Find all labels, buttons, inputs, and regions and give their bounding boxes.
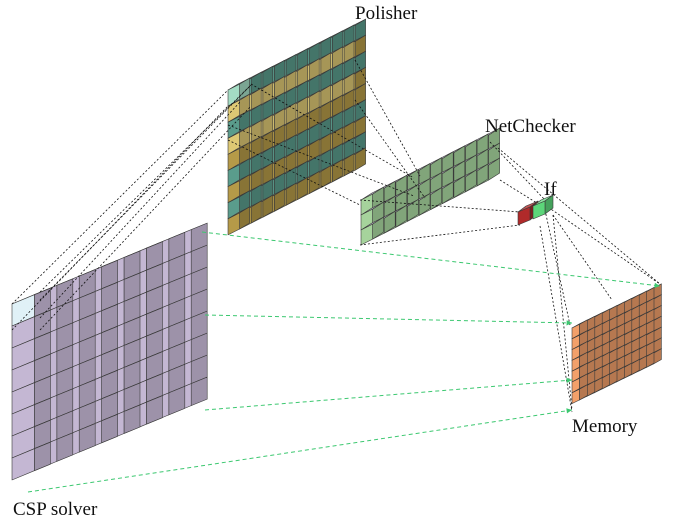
if-to-memory-line (544, 209, 571, 326)
netchecker-label: NetChecker (485, 116, 576, 137)
polisher-to-netchecker-line (354, 99, 426, 199)
polisher-block (227, 18, 366, 236)
netchecker-to-if-line (359, 224, 521, 246)
arrowhead (566, 377, 572, 383)
polisher-to-netchecker-line (250, 83, 415, 179)
arrowhead (566, 320, 572, 326)
if-label: If (544, 179, 557, 200)
netchecker-to-if-line (499, 179, 541, 206)
csp-to-polisher-line (11, 89, 229, 305)
if-to-memory-line (539, 225, 573, 413)
polisher-to-netchecker-line (227, 139, 361, 206)
csp-to-memory-line (204, 314, 573, 324)
csp-to-memory-line (27, 409, 573, 493)
if-block (517, 194, 554, 226)
csp-to-polisher-line (39, 101, 241, 319)
if-to-memory-line (544, 204, 661, 285)
cube-face (532, 200, 546, 220)
csp-to-polisher-line (39, 105, 252, 331)
netchecker-to-memory-line (497, 147, 661, 285)
netchecker-to-if-line (359, 199, 521, 213)
csp-to-memory-line (201, 231, 661, 287)
arrowhead (654, 282, 660, 288)
if-to-memory-line (552, 214, 613, 301)
polisher-label: Polisher (355, 3, 418, 24)
cube-face (11, 448, 35, 481)
if-to-memory-line (552, 214, 573, 411)
polisher-to-netchecker-line (227, 124, 415, 197)
csp-to-polisher-line (39, 84, 252, 293)
cube-face (360, 223, 373, 246)
csp-to-memory-line (204, 379, 573, 411)
csp-solver-label: CSP solver (13, 499, 98, 520)
csp-solver-block (11, 222, 208, 481)
netchecker-to-if-line (489, 141, 546, 201)
cube-face (517, 206, 531, 226)
cube-face (227, 212, 240, 236)
dashed-memory-connections (27, 231, 661, 493)
csp-highlight-connections (11, 84, 252, 331)
cube-face (571, 388, 580, 404)
memory-label: Memory (572, 416, 638, 437)
netchecker-block (360, 127, 500, 246)
memory-block (571, 283, 662, 404)
arrowhead (566, 408, 572, 414)
